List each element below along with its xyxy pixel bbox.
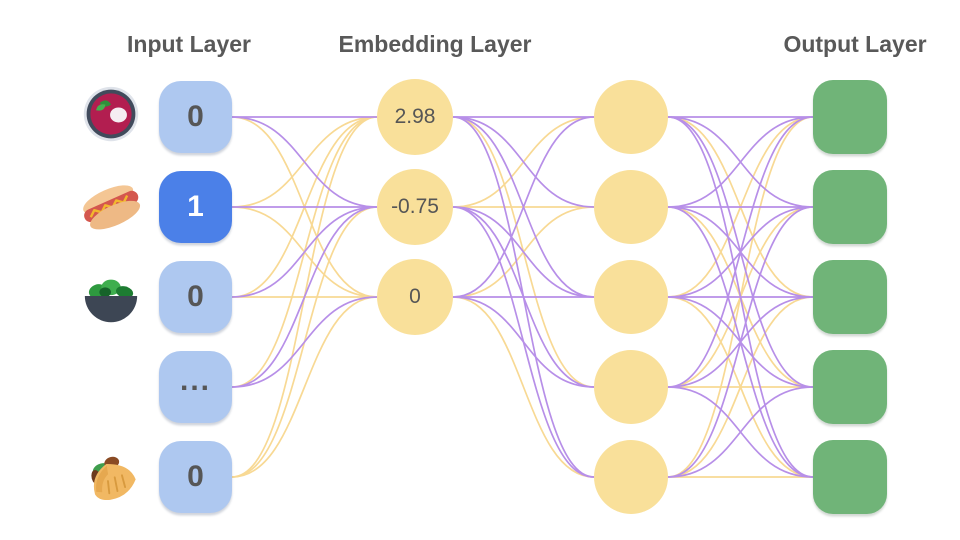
embedding-node-1: 2.98 [377,79,453,155]
input-node-value: 0 [187,460,204,493]
input-node-value: 0 [187,280,204,313]
output-node-4 [813,350,887,424]
hidden-node-4 [594,350,668,424]
embedding-node-2: -0.75 [377,169,453,245]
embedding-layer-title: Embedding Layer [338,31,532,57]
stuffed-flatbread-icon [82,448,142,508]
hidden-node-1 [594,80,668,154]
hot-dog-icon [79,174,143,238]
soup-icon [81,84,141,144]
embedding-node-value: 0 [409,285,421,308]
embedding-node-value: -0.75 [391,195,439,218]
hidden-node-5 [594,440,668,514]
output-node-3 [813,260,887,334]
input-node-stuffed-flatbread: 0 [159,441,232,513]
input-node-soup: 0 [159,81,232,153]
output-node-2 [813,170,887,244]
output-node-1 [813,80,887,154]
output-layer-title: Output Layer [783,31,927,57]
hidden-node-3 [594,260,668,334]
embedding-node-value: 2.98 [394,105,436,128]
hidden-node-2 [594,170,668,244]
input-node-hot-dog: 1 [159,171,232,243]
input-node-value: ... [179,363,211,397]
input-node-value: 1 [187,190,204,223]
input-node-value: 0 [187,100,204,133]
salad-icon [80,266,142,328]
output-node-5 [813,440,887,514]
input-layer-title: Input Layer [127,31,251,57]
input-node-ellipsis: ... [159,351,232,423]
embedding-node-3: 0 [377,259,453,335]
input-node-salad: 0 [159,261,232,333]
